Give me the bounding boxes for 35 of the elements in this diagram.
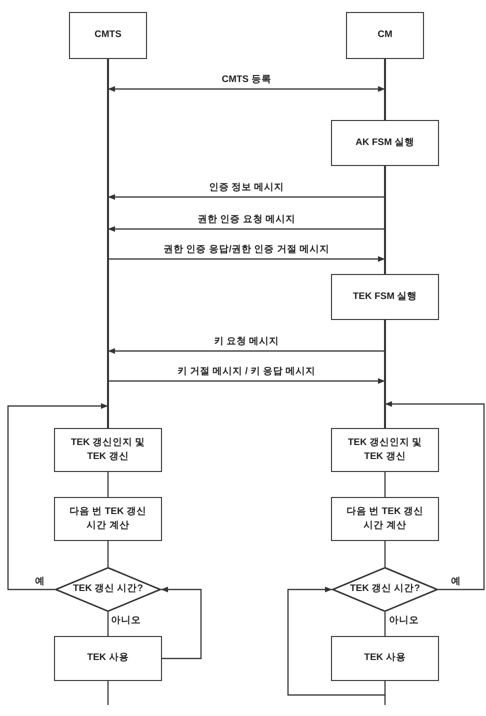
decision-diamond: TEK 갱신 시간? [55, 567, 161, 612]
lifeline [384, 320, 386, 428]
edge-label: 아니오 [387, 615, 421, 627]
participant-box: CM [346, 12, 424, 59]
process-box: TEK FSM 실행 [331, 274, 439, 320]
process-box: TEK 사용 [54, 636, 162, 681]
message-arrow [108, 348, 385, 354]
process-box: AK FSM 실행 [331, 120, 439, 166]
flow-line [107, 541, 109, 567]
edge-label: 아니오 [109, 615, 143, 627]
flow-arrow [7, 403, 108, 590]
flow-line [384, 472, 386, 497]
flow-arrow [287, 586, 386, 696]
flow-line [107, 472, 109, 497]
message-arrow [108, 378, 385, 384]
flow-line [384, 612, 386, 636]
flow-line [107, 612, 109, 636]
process-box: 다음 번 TEK 갱신 시간 계산 [331, 497, 439, 541]
message-arrow [108, 256, 385, 262]
flow-line [384, 541, 386, 567]
process-box: TEK 갱신인지 및 TEK 갱신 [54, 428, 162, 472]
lifeline [107, 59, 109, 428]
lifeline [384, 166, 386, 274]
process-box: TEK 사용 [331, 636, 439, 681]
process-box: TEK 갱신인지 및 TEK 갱신 [331, 428, 439, 472]
message-arrow [108, 86, 385, 92]
message-arrow [108, 226, 385, 232]
participant-box: CMTS [69, 12, 147, 59]
decision-diamond: TEK 갱신 시간? [332, 567, 438, 612]
edge-label: CMTS 등록 [220, 74, 274, 86]
message-arrow [108, 194, 385, 200]
flow-arrow [161, 586, 202, 660]
flow-arrow [385, 401, 485, 590]
process-box: 다음 번 TEK 갱신 시간 계산 [54, 497, 162, 541]
lifeline [384, 59, 386, 120]
